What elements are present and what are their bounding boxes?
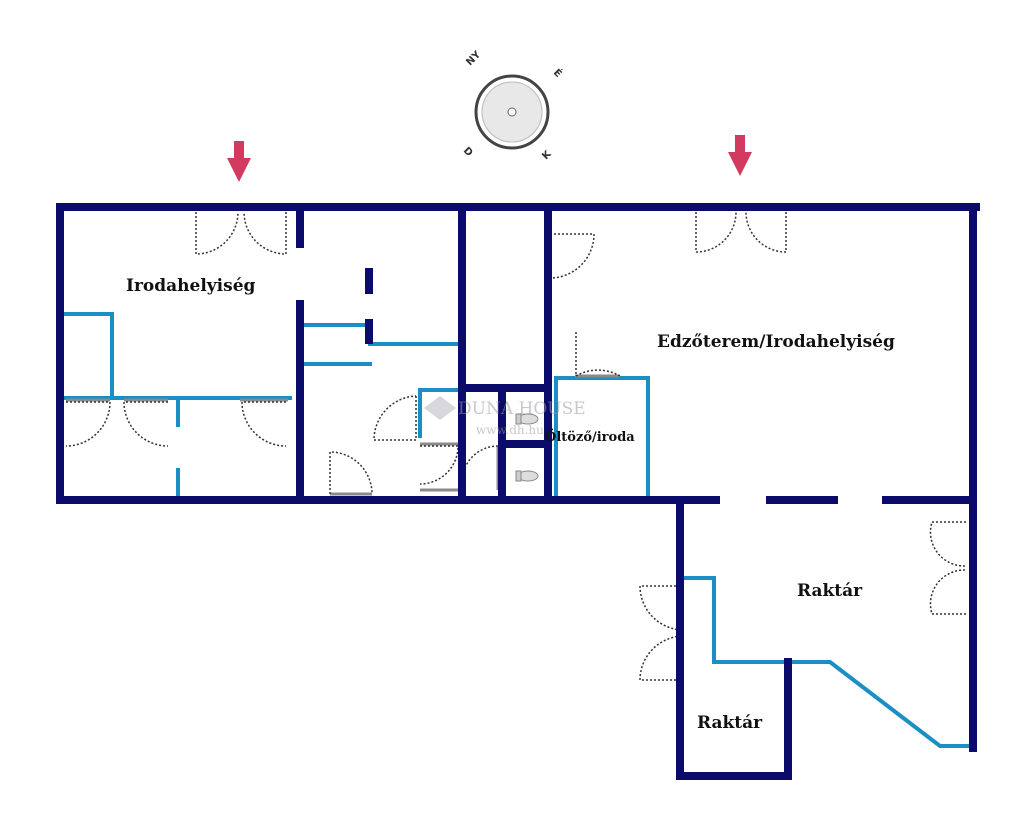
room-label-gym-office: Edzőterem/Irodahelyiség [657, 332, 895, 352]
compass-north-letter: NY [464, 49, 483, 68]
compass-south-letter: D [461, 145, 475, 159]
toilet-icon [515, 413, 539, 425]
compass-east-letter: É [551, 66, 565, 80]
door-swings [65, 211, 967, 681]
toilet-icon [515, 470, 539, 482]
main-walls [56, 203, 980, 780]
partition-walls [64, 312, 972, 748]
watermark: DUNA HOUSE www.dh.hu [424, 396, 586, 437]
room-label-storage-small: Raktár [697, 713, 763, 733]
compass-west-letter: K [540, 148, 554, 162]
room-label-office-left: Irodahelyiség [126, 276, 256, 296]
arrow-down-icon [728, 135, 752, 176]
arrow-down-icon [227, 141, 251, 182]
compass-icon: NY É D K [461, 49, 565, 162]
watermark-brand: DUNA HOUSE [458, 399, 586, 419]
room-label-storage-large: Raktár [797, 581, 863, 601]
room-label-dressing-office: Öltöző/iroda [545, 428, 635, 445]
watermark-url: www.dh.hu [476, 423, 544, 437]
